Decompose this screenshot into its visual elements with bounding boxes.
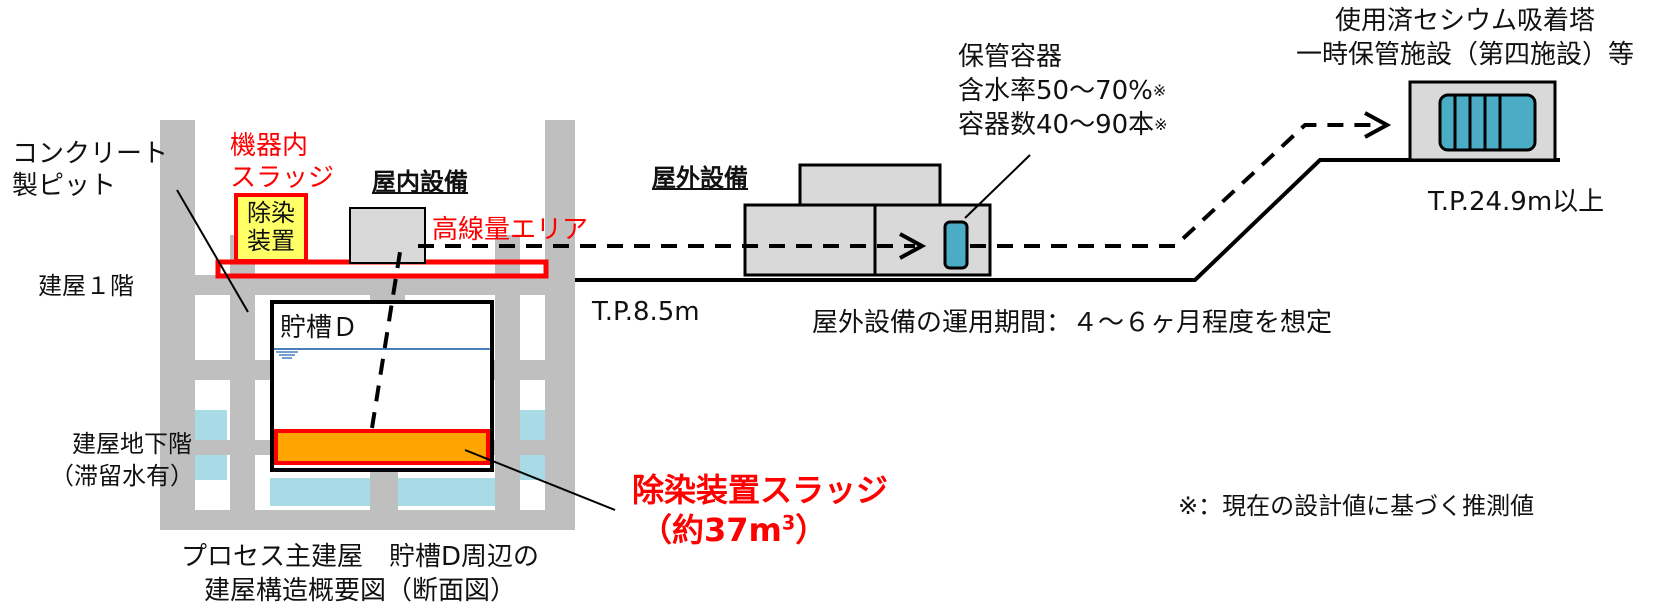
stagnant-water-bottom-2 [398,478,498,506]
equipment-sludge-line-1: 機器内 [230,131,309,161]
storage-facility-line-2: 一時保管施設（第四施設）等 [1295,40,1634,70]
storage-facility-line-1: 使用済セシウム吸着塔 [1334,6,1595,36]
container-count-line: 容器数40～90本※ [958,108,1168,142]
tp-high-label: T.P.24.9m以上 [1428,187,1605,217]
equipment-sludge-line-2: スラッジ [230,163,335,193]
arrowhead-vessel [899,232,927,260]
storage-vessel-title: 保管容器 [958,42,1063,72]
water-content-note-mark: ※ [1152,81,1167,100]
storage-vessel-icon [943,220,969,270]
basement-line-2: （滞留水有） [50,462,194,490]
building-caption: プロセス主建屋 貯槽D周辺の 建屋構造概要図（断面図） [140,540,580,608]
building-caption-line-1: プロセス主建屋 貯槽D周辺の [180,542,540,572]
storage-vessel-label: 保管容器 含水率50～70%※ 容器数40～90本※ [958,40,1168,142]
basement-line-1: 建屋地下階 [72,430,192,458]
tank-d-label: 貯槽Ｄ [280,313,359,343]
adsorption-towers [1438,93,1537,152]
sludge-volume-label: （約37m3） [640,510,827,550]
storage-facility-label: 使用済セシウム吸着塔 一時保管施設（第四施設）等 [1270,4,1660,72]
basement-label: 建屋地下階 （滞留水有） [50,428,194,492]
sludge-name-label: 除染装置スラッジ [632,471,889,509]
container-count-value: 容器数40～90本 [958,110,1155,140]
concrete-pit-line-2: 製ピット [12,171,117,201]
decon-device [234,193,308,263]
footnote-label: ※：現在の設計値に基づく推測値 [1178,492,1535,520]
high-dose-area-label: 高線量エリア [432,215,589,245]
water-surface-icon [276,351,298,359]
equipment-sludge-label: 機器内 スラッジ [230,130,334,194]
building-caption-line-2: 建屋構造概要図（断面図） [203,576,516,606]
sludge-layer [274,429,490,465]
water-content-line: 含水率50～70%※ [958,74,1168,108]
outdoor-facility-building [743,163,992,277]
decon-device-line-1: 除染 [247,199,295,227]
water-content-value: 含水率50～70% [958,76,1153,106]
transfer-path [370,123,1375,429]
building-1f-label: 建屋１階 [38,272,134,300]
concrete-pit-label: コンクリート 製ピット [12,138,168,202]
concrete-pit-line-1: コンクリート [12,139,169,169]
leader-lines [176,154,1031,511]
decon-device-line-2: 装置 [247,227,295,255]
decon-device-label: 除染 装置 [236,199,306,255]
sludge-volume-unit-exponent: 3 [781,511,796,535]
container-count-note-mark: ※ [1154,115,1168,134]
indoor-equipment-box [349,207,426,264]
arrowhead-storage [1364,111,1392,139]
sludge-volume-close: ） [795,511,828,549]
sludge-volume-value: （約37m [640,511,782,549]
outdoor-facility-label: 屋外設備 [652,164,748,192]
operation-period-label: 屋外設備の運用期間：４～６ヶ月程度を想定 [812,308,1333,338]
indoor-facility-label: 屋内設備 [372,168,468,196]
tp-low-label: T.P.8.5m [592,297,700,327]
stagnant-water-bottom-1 [270,478,370,506]
